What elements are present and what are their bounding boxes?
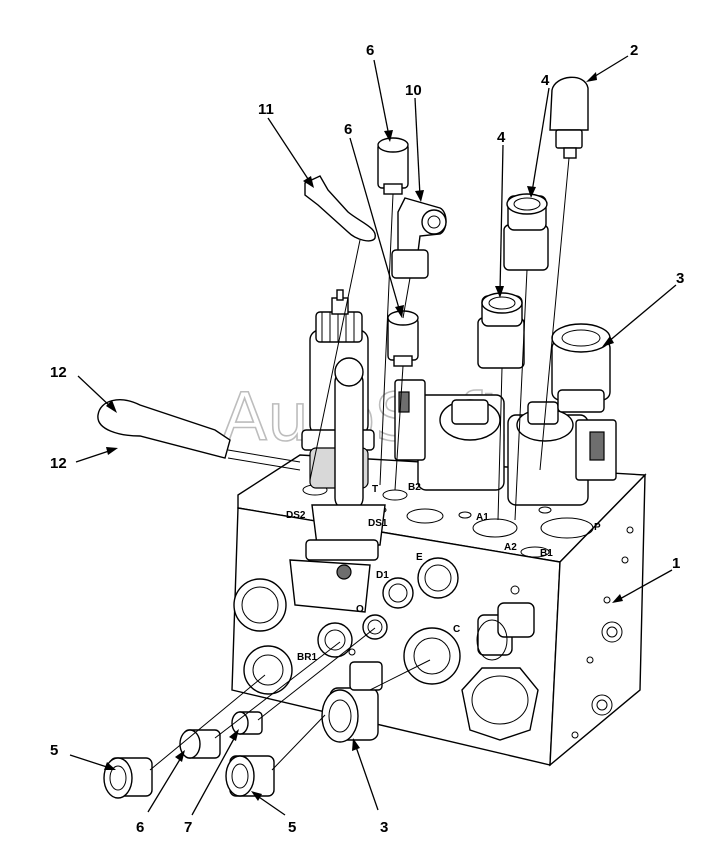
port-label-c: C bbox=[453, 624, 460, 635]
callout-3-upper: 3 bbox=[676, 270, 684, 287]
callout-7: 7 bbox=[184, 819, 192, 836]
retaining-wire-11 bbox=[304, 175, 376, 242]
callout-4-lower: 4 bbox=[497, 129, 506, 146]
fitting-item-7 bbox=[231, 711, 263, 735]
fitting-item-5-right bbox=[225, 755, 275, 797]
elbow-item-10 bbox=[391, 197, 447, 279]
callout-4-upper: 4 bbox=[541, 72, 550, 89]
fitting-item-3-lower bbox=[321, 661, 383, 743]
callout-2: 2 bbox=[630, 42, 638, 59]
port-label-b1: B1 bbox=[540, 548, 553, 559]
port-labels: E D1 C BR1 T B2 A1 P A2 B1 DS1 DS2 O bbox=[286, 482, 601, 663]
callout-6-bottom: 6 bbox=[136, 819, 144, 836]
callout-leaders bbox=[69, 55, 677, 816]
fitting-item-6-bottom bbox=[179, 729, 221, 759]
solenoid-center bbox=[394, 379, 505, 491]
callout-12-lower: 12 bbox=[50, 455, 67, 472]
hex-plug-large bbox=[461, 667, 539, 741]
callout-1: 1 bbox=[672, 555, 680, 572]
fitting-item-4-lower bbox=[477, 292, 525, 369]
fitting-item-6-middle bbox=[387, 310, 419, 367]
callout-6-middle: 6 bbox=[344, 121, 352, 138]
callout-5-left: 5 bbox=[50, 742, 58, 759]
lever-stem bbox=[289, 357, 386, 613]
solenoid-right bbox=[507, 401, 617, 506]
port-label-a1: A1 bbox=[476, 512, 489, 523]
callout-10: 10 bbox=[405, 82, 422, 99]
callout-5-right: 5 bbox=[288, 819, 296, 836]
port-label-ds1: DS1 bbox=[368, 518, 388, 529]
callout-6-top: 6 bbox=[366, 42, 374, 59]
callout-12-upper: 12 bbox=[50, 364, 67, 381]
alignment-lines bbox=[149, 157, 570, 771]
port-label-a2: A2 bbox=[504, 542, 517, 553]
port-label-br1: BR1 bbox=[297, 652, 317, 663]
port-label-o: O bbox=[356, 604, 364, 615]
port-label-ds2: DS2 bbox=[286, 510, 306, 521]
callout-numbers: 2 3 4 4 6 6 10 11 1 12 12 5 6 7 5 3 bbox=[50, 42, 684, 836]
fitting-item-3-upper bbox=[551, 323, 611, 413]
port-label-e: E bbox=[416, 552, 423, 563]
callout-11: 11 bbox=[258, 101, 274, 118]
callout-3-lower: 3 bbox=[380, 819, 388, 836]
front-right-fitting bbox=[476, 602, 535, 661]
fitting-item-4-upper bbox=[503, 193, 549, 271]
port-label-d1: D1 bbox=[376, 570, 389, 581]
port-label-b2: B2 bbox=[408, 482, 421, 493]
port-label-p: P bbox=[594, 522, 601, 533]
port-label-t: T bbox=[372, 484, 378, 495]
fitting-item-6-top bbox=[377, 137, 409, 195]
fitting-item-5-left bbox=[103, 757, 153, 799]
cap-item-2 bbox=[549, 76, 589, 159]
